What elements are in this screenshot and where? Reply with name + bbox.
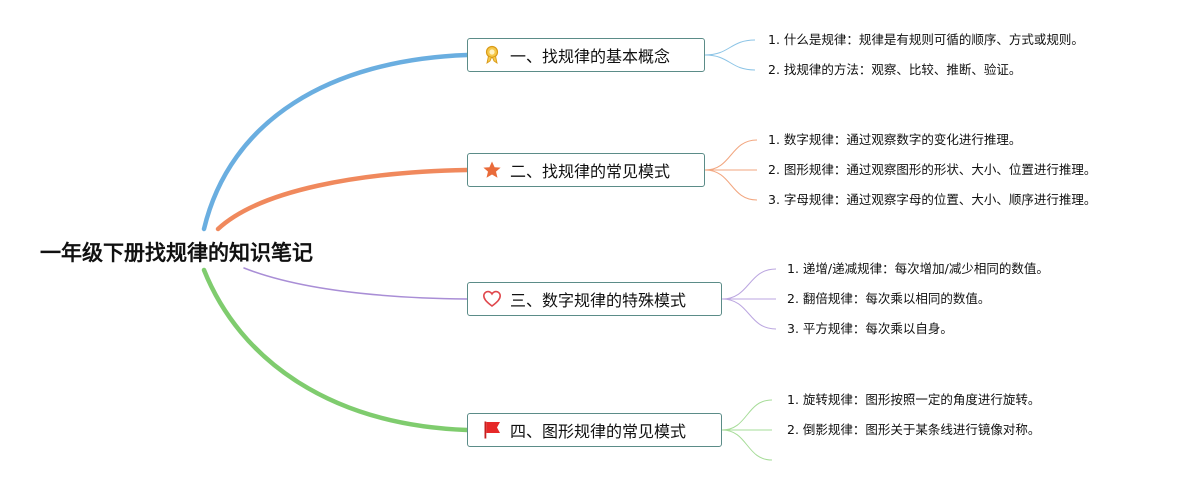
branch-topic-basic-concepts[interactable]: 一、找规律的基本概念 <box>467 38 705 72</box>
branch-label: 四、图形规律的常见模式 <box>510 422 687 441</box>
heart-icon <box>482 290 502 308</box>
red-flag-icon <box>484 421 500 439</box>
leaf-connector <box>704 54 756 71</box>
branch-connector-4 <box>201 267 470 433</box>
root-topic[interactable]: 一年级下册找规律的知识笔记 <box>40 241 313 265</box>
leaf-connector <box>704 39 756 56</box>
leaf-connector <box>704 169 758 201</box>
branch-connector-1 <box>201 52 470 232</box>
leaf-item[interactable]: 3. 平方规律：每次乘以自身。 <box>787 321 953 336</box>
leaf-connector <box>721 399 773 431</box>
branch-connector-2 <box>215 167 470 232</box>
branch-connector-3 <box>243 267 468 300</box>
leaf-connector <box>721 268 777 300</box>
leaf-item[interactable]: 1. 旋转规律：图形按照一定的角度进行旋转。 <box>787 392 1041 407</box>
branch-label: 三、数字规律的特殊模式 <box>510 291 687 310</box>
leaf-item[interactable]: 2. 倒影规律：图形关于某条线进行镜像对称。 <box>787 422 1041 437</box>
leaf-connector <box>721 429 773 461</box>
branch-topic-common-patterns[interactable]: 二、找规律的常见模式 <box>467 153 705 187</box>
leaf-item[interactable]: 1. 什么是规律：规律是有规则可循的顺序、方式或规则。 <box>768 32 1084 47</box>
leaf-item[interactable]: 1. 数字规律：通过观察数字的变化进行推理。 <box>768 132 1022 147</box>
leaf-item[interactable]: 2. 找规律的方法：观察、比较、推断、验证。 <box>768 62 1022 77</box>
award-medal-icon <box>485 45 499 64</box>
leaf-connector <box>704 139 758 171</box>
branch-label: 一、找规律的基本概念 <box>510 47 671 66</box>
leaf-item[interactable]: 1. 递增/递减规律：每次增加/减少相同的数值。 <box>787 261 1049 276</box>
leaf-item[interactable]: 2. 翻倍规律：每次乘以相同的数值。 <box>787 291 991 306</box>
branch-topic-shape-patterns[interactable]: 四、图形规律的常见模式 <box>467 413 722 447</box>
leaf-connector <box>721 298 777 330</box>
leaf-item[interactable]: 3. 字母规律：通过观察字母的位置、大小、顺序进行推理。 <box>768 192 1097 207</box>
branch-label: 二、找规律的常见模式 <box>510 162 671 181</box>
branch-topic-number-special-patterns[interactable]: 三、数字规律的特殊模式 <box>467 282 722 316</box>
leaf-item[interactable]: 2. 图形规律：通过观察图形的形状、大小、位置进行推理。 <box>768 162 1097 177</box>
star-icon <box>483 161 501 178</box>
